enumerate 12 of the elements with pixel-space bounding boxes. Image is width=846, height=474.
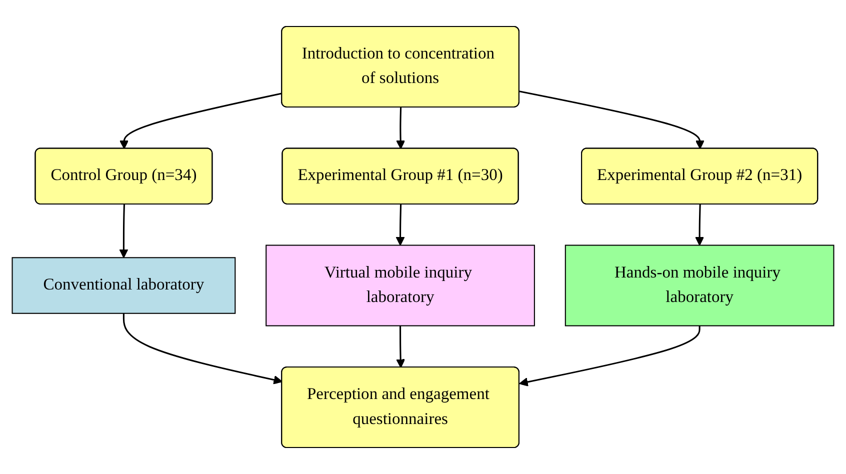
arrow (396, 204, 405, 246)
arrow (119, 204, 128, 258)
node-box: Virtual mobile inquiry laboratory (266, 244, 535, 326)
arrow (519, 326, 700, 386)
arrow (119, 92, 282, 150)
arrow (396, 326, 406, 368)
arrow (396, 107, 406, 150)
arrow (695, 204, 704, 246)
arrow (519, 90, 704, 150)
arrow (122, 313, 283, 384)
node-box: Conventional laboratory (12, 257, 236, 314)
node-box: Hands-on mobile inquiry laboratory (564, 244, 834, 326)
